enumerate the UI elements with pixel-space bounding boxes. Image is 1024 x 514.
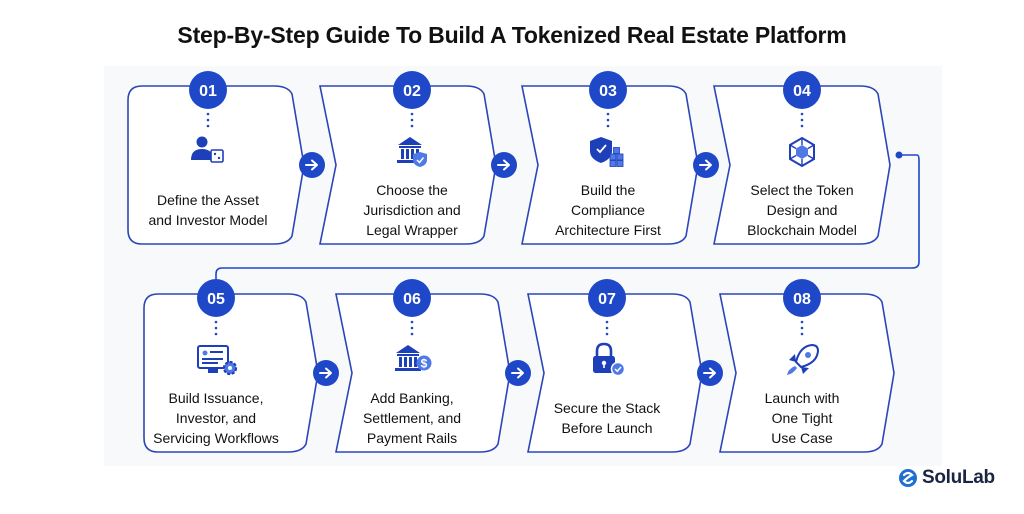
dotted-connector: [605, 332, 609, 336]
connector-dot: [895, 151, 903, 159]
step-label-line: Launch with: [764, 390, 840, 406]
step-label-line: Investor, and: [175, 410, 257, 426]
step-label-line: Define the Asset: [157, 192, 259, 208]
step-label-line: Jurisdiction and: [363, 202, 461, 218]
step-label-line: Secure the Stack: [553, 400, 661, 416]
row-connector: [215, 154, 920, 287]
page-title: Step-By-Step Guide To Build A Tokenized …: [177, 22, 847, 48]
dotted-connector: [214, 326, 218, 330]
dotted-connector: [800, 124, 804, 128]
step-card-outline: [335, 293, 511, 453]
step-label-line: Add Banking,: [370, 390, 454, 406]
step-label-line: Blockchain Model: [747, 222, 857, 238]
dotted-connector: [605, 326, 609, 330]
step-label-line: Before Launch: [561, 420, 653, 436]
dotted-connector: [206, 124, 210, 128]
step-card-07: 07: [527, 279, 723, 453]
rocket-icon: [787, 343, 820, 375]
step-label-line: Settlement, and: [362, 410, 462, 426]
dotted-connector: [410, 118, 414, 122]
dotted-connector: [800, 118, 804, 122]
step-card-08: 08: [719, 279, 895, 453]
dotted-connector: [800, 112, 804, 116]
dotted-connector: [206, 112, 210, 116]
step-number: 08: [793, 291, 811, 308]
step-label-line: Design and: [766, 202, 838, 218]
dotted-connector: [410, 326, 414, 330]
dotted-connector: [606, 118, 610, 122]
svg-text:$: $: [421, 357, 428, 371]
step-card-03: 03: [521, 71, 719, 245]
dashboard-gear-icon: [197, 345, 238, 376]
step-number-badge: [783, 71, 821, 109]
step-label-line: Build the: [580, 182, 636, 198]
step-label-line: Choose the: [376, 182, 448, 198]
step-label-line: Select the Token: [750, 182, 854, 198]
step-label-line: Architecture First: [555, 222, 661, 238]
step-number: 07: [598, 291, 616, 308]
dotted-connector: [410, 124, 414, 128]
dotted-connector: [800, 326, 804, 330]
step-number: 06: [403, 291, 421, 308]
step-card-05: 05: [143, 279, 339, 453]
dotted-connector: [606, 112, 610, 116]
dotted-connector: [410, 112, 414, 116]
bank-shield-icon: [397, 137, 427, 167]
step-label-01: Define the Asset and Investor Model: [128, 190, 288, 230]
step-number-badge: [783, 279, 821, 317]
step-number: 01: [199, 83, 217, 100]
dotted-connector: [214, 320, 218, 324]
step-label-line: Compliance: [571, 202, 645, 218]
step-number-badge: [588, 279, 626, 317]
step-label-line: and Investor Model: [148, 212, 268, 228]
bank-dollar-icon: $: [395, 345, 432, 371]
solulab-logo-text: SoluLab: [922, 467, 995, 488]
step-card-02: 02: [319, 71, 517, 245]
lock-check-icon: [593, 342, 626, 377]
dotted-connector: [410, 332, 414, 336]
step-card-04: 04: [713, 71, 891, 245]
step-number: 02: [403, 83, 421, 100]
step-card-outline: [719, 293, 895, 453]
dotted-connector: [206, 118, 210, 122]
solulab-logo: SoluLab: [898, 467, 995, 489]
dotted-connector: [605, 320, 609, 324]
step-label-line: Legal Wrapper: [366, 222, 458, 238]
solulab-logo-icon: [899, 469, 917, 487]
step-number-badge: [197, 279, 235, 317]
step-label-line: One Tight: [771, 410, 833, 426]
step-label-line: Build Issuance,: [168, 390, 264, 406]
step-number: 04: [793, 83, 811, 100]
step-number-badge: [589, 71, 627, 109]
step-number-badge: [189, 71, 227, 109]
step-label-line: Servicing Workflows: [153, 430, 279, 446]
step-number-badge: [393, 71, 431, 109]
step-number: 05: [207, 291, 225, 308]
step-card-06: 06 $: [335, 279, 531, 453]
step-label-line: Use Case: [771, 430, 833, 446]
investor-cube-icon: [191, 136, 224, 163]
step-card-outline: [127, 85, 305, 245]
dotted-connector: [214, 332, 218, 336]
dotted-connector: [606, 124, 610, 128]
step-label-line: Payment Rails: [366, 430, 458, 446]
step-card-01: 01: [127, 71, 325, 245]
step-card-outline: [319, 85, 497, 245]
dotted-connector: [800, 332, 804, 336]
blockchain-cube-icon: [789, 136, 815, 168]
shield-blocks-icon: [590, 137, 624, 167]
dotted-connector: [800, 320, 804, 324]
step-number: 03: [599, 83, 617, 100]
step-number-badge: [393, 279, 431, 317]
dotted-connector: [410, 320, 414, 324]
